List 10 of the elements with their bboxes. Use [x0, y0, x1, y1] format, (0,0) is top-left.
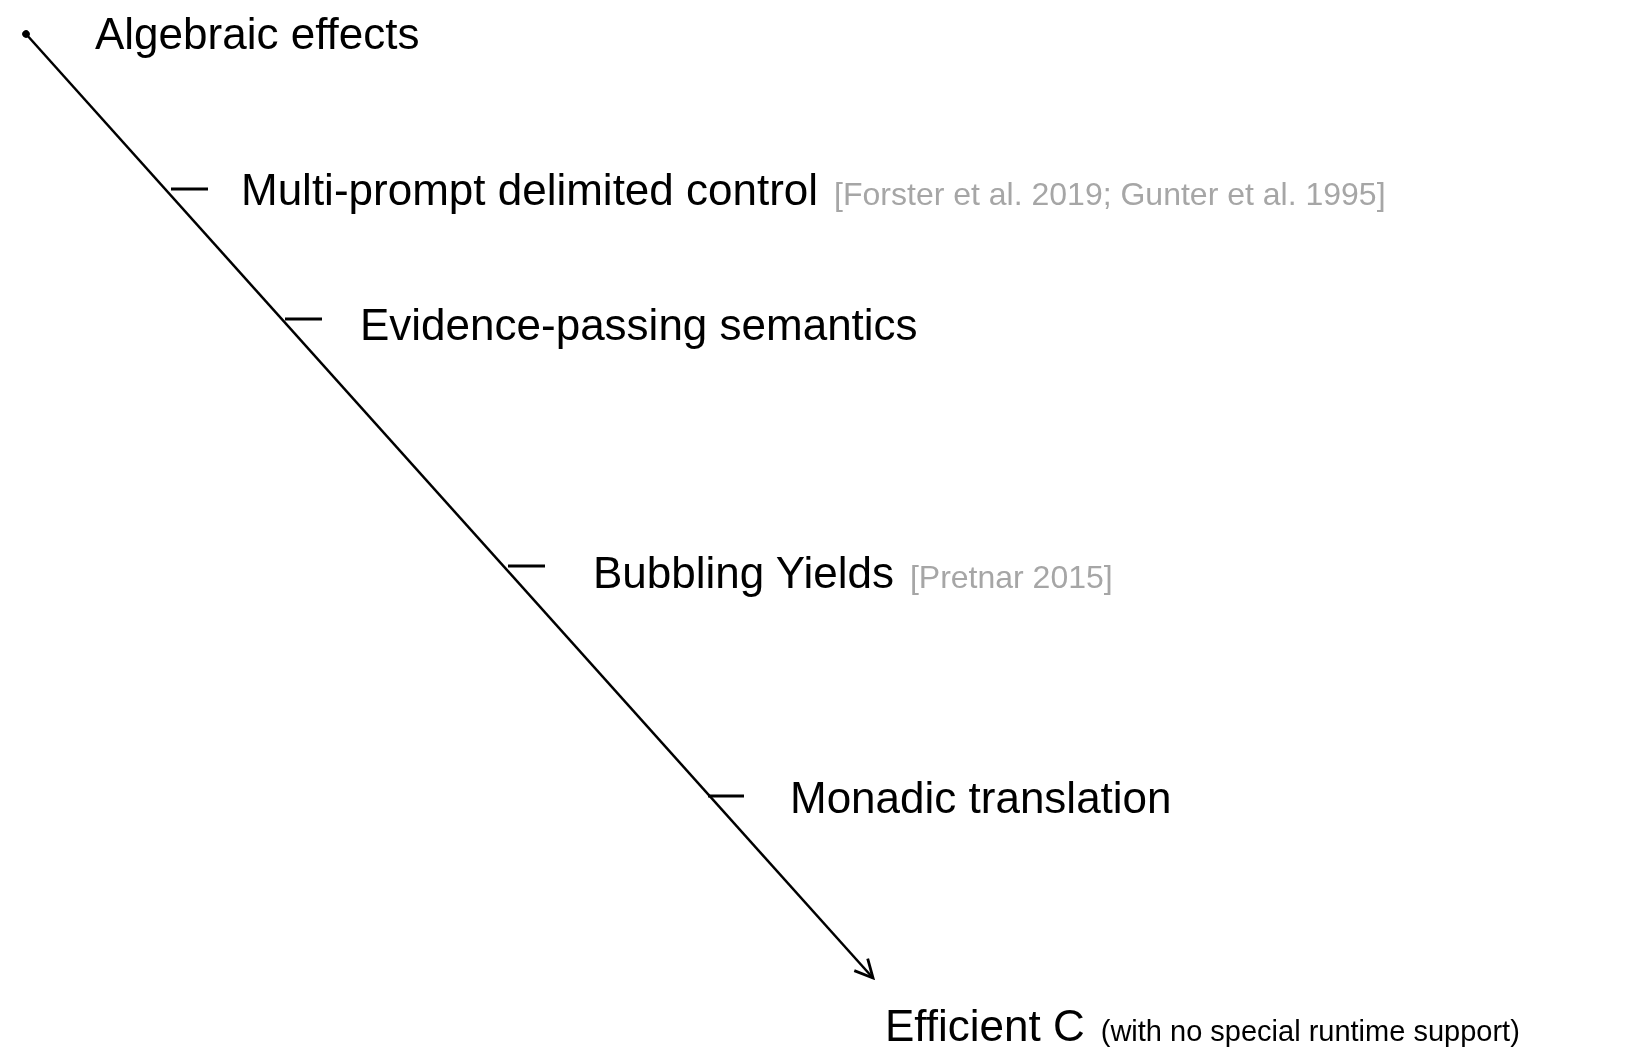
stage-label: Multi-prompt delimited control [241, 164, 819, 216]
citation-text: [Forster et al. 2019; Gunter et al. 1995] [834, 176, 1386, 213]
stage-label: Monadic translation [790, 772, 1172, 824]
stage-label: Efficient C [885, 1000, 1085, 1050]
note-text: (with no special runtime support) [1100, 1015, 1520, 1048]
stage-label: Algebraic effects [95, 8, 420, 60]
stage-label: Bubbling Yields [593, 547, 894, 599]
stage-label: Evidence-passing semantics [360, 299, 918, 351]
timeline-arrow [22, 30, 875, 980]
citation-text: [Pretnar 2015] [909, 559, 1113, 596]
